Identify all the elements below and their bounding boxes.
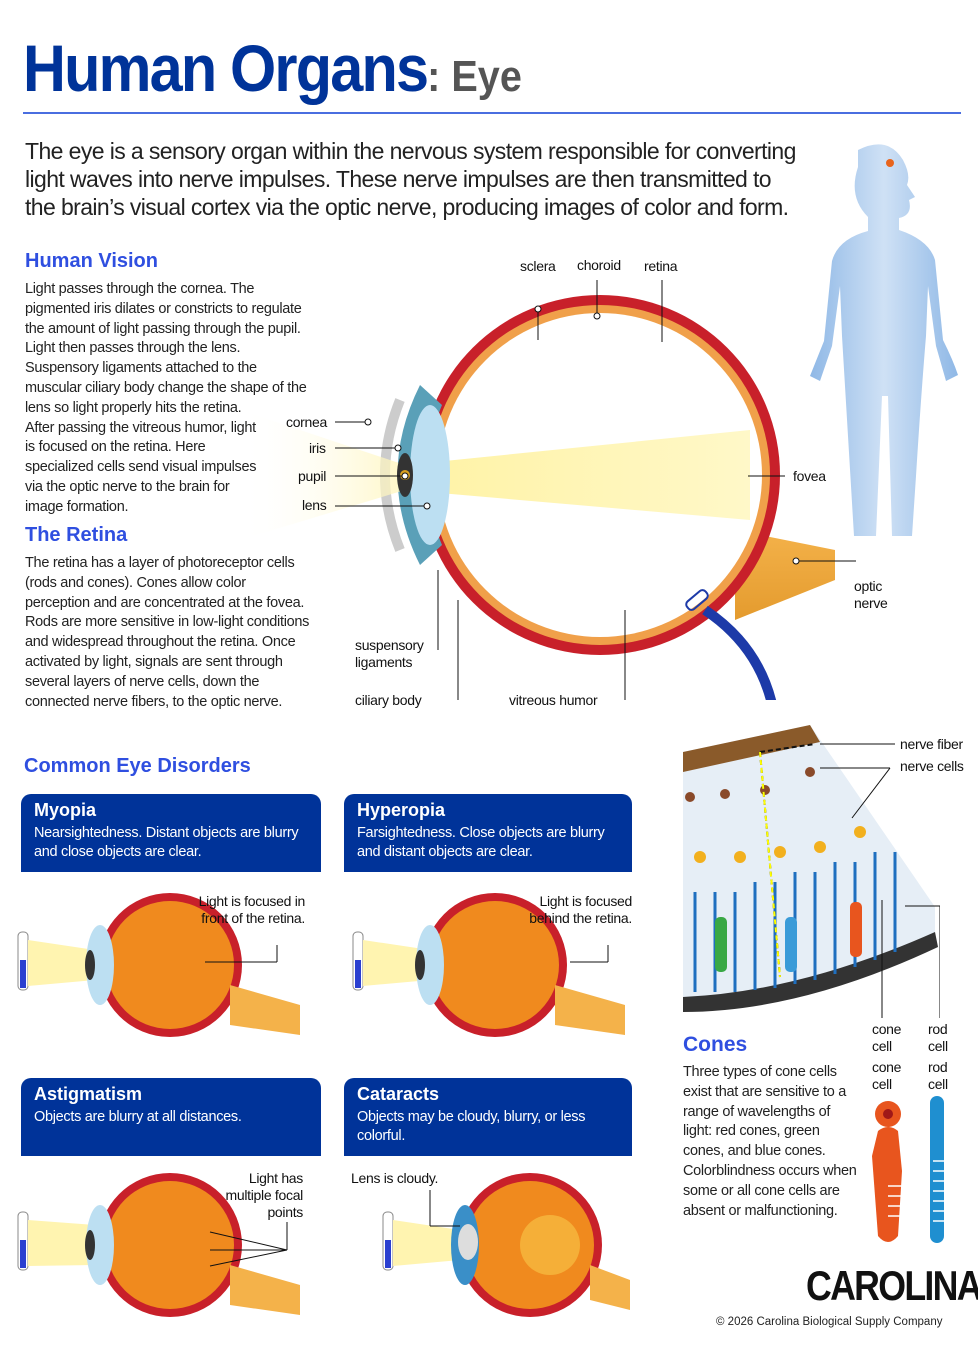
intro-text: The eye is a sensory organ within the ne…: [25, 138, 796, 220]
rod-label: rod cell: [928, 1059, 948, 1092]
copyright: © 2026 Carolina Biological Supply Compan…: [716, 1316, 943, 1328]
cataracts-desc: Objects may be cloudy, blurry, or less c…: [357, 1109, 586, 1144]
hyperopia-title: Hyperopia: [357, 800, 446, 820]
retina-heading: The Retina: [25, 524, 128, 546]
retina-leader-lines: [820, 743, 940, 1018]
label-pupil: pupil: [298, 468, 327, 484]
page-title: Human Organs: Eye: [23, 30, 522, 106]
astigmatism-note: Light has multiple focal points: [225, 1170, 303, 1220]
disorders-heading: Common Eye Disorders: [24, 755, 251, 777]
label-suspensory-ligaments: suspensory ligaments: [355, 637, 424, 670]
title-colon: :: [427, 52, 441, 101]
cataracts-eye-illustration: [382, 1173, 630, 1317]
label-retina: retina: [644, 258, 678, 274]
human-body-figure: [810, 144, 958, 536]
label-vitreous-humor: vitreous humor: [509, 692, 598, 708]
carolina-logo: CAROLINA: [806, 1262, 978, 1309]
label-ciliary-body: ciliary body: [355, 692, 422, 708]
title-subtitle: Eye: [451, 52, 522, 101]
cone-label: cone cell: [872, 1059, 902, 1092]
myopia-title: Myopia: [34, 800, 97, 820]
label-cornea: cornea: [286, 414, 328, 430]
cataracts-title: Cataracts: [357, 1084, 440, 1104]
label-fovea: fovea: [793, 468, 826, 484]
hyperopia-note: Light is focused behind the retina.: [529, 893, 632, 926]
label-choroid: choroid: [577, 257, 621, 273]
astigmatism-title: Astigmatism: [34, 1084, 143, 1104]
label-cone-cell-diagram: cone cell: [872, 1021, 902, 1054]
title-divider: [23, 112, 961, 114]
human-vision-text: Light passes through the cornea. The pig…: [25, 281, 307, 515]
label-sclera: sclera: [520, 258, 556, 274]
human-vision-heading: Human Vision: [25, 250, 158, 272]
retina-text: The retina has a layer of photoreceptor …: [25, 555, 310, 710]
cones-heading: Cones: [683, 1033, 748, 1056]
myopia-desc: Nearsightedness. Distant objects are blu…: [34, 825, 299, 860]
cataracts-note: Lens is cloudy.: [351, 1170, 439, 1186]
label-nerve-cells: nerve cells: [900, 758, 964, 774]
label-nerve-fiber: nerve fiber: [900, 736, 963, 752]
cones-text: Three types of cone cells exist that are…: [683, 1064, 857, 1219]
hyperopia-desc: Farsightedness. Close objects are blurry…: [357, 825, 605, 860]
eye-cross-section: [240, 280, 856, 700]
label-optic-nerve: optic nerve: [854, 578, 888, 611]
title-sub: Eye: [440, 52, 521, 101]
hyperopia-eye-illustration: [352, 893, 625, 1037]
title-main: Human Organs: [23, 31, 429, 105]
myopia-eye-illustration: [17, 893, 300, 1037]
astigmatism-desc: Objects are blurry at all distances.: [34, 1109, 242, 1125]
label-lens: lens: [302, 497, 327, 513]
label-iris: iris: [309, 440, 326, 456]
myopia-note: Light is focused in front of the retina.: [198, 893, 306, 926]
human-vision-block: Light passes through the cornea. The pig…: [25, 280, 315, 518]
astigmatism-eye-illustration: [17, 1173, 300, 1317]
retina-cell-diagram: [683, 725, 938, 1012]
cone-and-rod-cells: [872, 1096, 944, 1243]
label-rod-cell-diagram: rod cell: [928, 1021, 948, 1054]
